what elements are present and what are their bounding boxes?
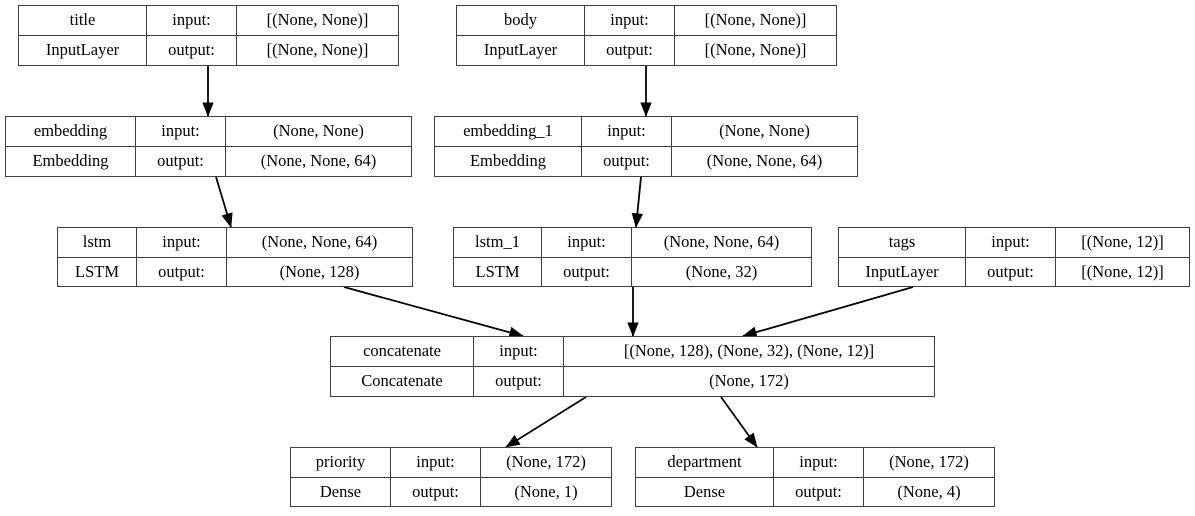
layer-node-tags-input-label: input: (966, 228, 1056, 257)
layer-node-lstm-input-label: input: (137, 228, 227, 257)
layer-node-embedding-type: Embedding (6, 147, 136, 176)
layer-node-title-output-label: output: (147, 36, 237, 65)
layer-node-priority-name: priority (291, 448, 391, 477)
layer-node-lstm_1-input-label: input: (542, 228, 632, 257)
layer-node-embedding_1-input-shape: (None, None) (719, 121, 810, 141)
layer-node-lstm_1-output-shape: (None, 32) (685, 261, 758, 281)
layer-node-lstm_1-name: lstm_1 (454, 228, 542, 257)
edge-embedding_1-to-lstm_1 (631, 176, 644, 228)
layer-node-concatenate-name: concatenate (331, 337, 474, 366)
layer-node-tags-input-shape: [(None, 12)] (1081, 232, 1164, 251)
layer-node-department-input-label: input: (774, 448, 864, 477)
layer-node-body-type: InputLayer (457, 36, 585, 65)
layer-node-body-input-label: input: (585, 6, 675, 35)
layer-node-embedding_1-output-shape: (None, None, 64) (706, 151, 823, 171)
layer-node-embedding-output-shape: (None, None, 64) (260, 151, 377, 171)
layer-node-title-output-shape: [(None, None)] (266, 40, 369, 60)
layer-node-priority-input-label: input: (391, 448, 481, 477)
layer-node-embedding-input-label: input: (136, 117, 226, 146)
layer-node-department-output-label: output: (774, 477, 864, 506)
layer-node-embedding-input-shape: (None, None) (273, 121, 364, 141)
layer-node-embedding_1-type: Embedding (435, 147, 582, 176)
layer-node-lstm-input-shape: (None, None, 64) (261, 232, 378, 251)
layer-node-body-input-shape: [(None, None)] (704, 10, 807, 30)
edge-concatenate-to-priority (505, 396, 587, 448)
layer-node-embedding_1-output-label: output: (582, 147, 672, 176)
edge-embedding-to-lstm (215, 176, 233, 228)
layer-node-priority-input-shape: (None, 172) (506, 452, 586, 471)
edge-lstm-to-concatenate (343, 286, 524, 338)
layer-node-lstm-name: lstm (58, 228, 137, 257)
layer-node-body-output-label: output: (585, 36, 675, 65)
edge-tags-to-concatenate (742, 286, 914, 338)
layer-node-department-type: Dense (636, 477, 774, 506)
layer-node-priority-output-shape: (None, 1) (514, 481, 578, 501)
layer-node-lstm_1-type: LSTM (454, 257, 542, 286)
layer-node-concatenate-type: Concatenate (331, 367, 474, 396)
layer-node-embedding-name: embedding (6, 117, 136, 146)
layer-node-department-input-shape: (None, 172) (889, 452, 969, 471)
edge-concatenate-to-department (720, 396, 758, 448)
layer-node-tags-output-label: output: (966, 257, 1056, 286)
layer-node-tags-type: InputLayer (839, 257, 966, 286)
layer-node-concatenate-input-label: input: (474, 337, 564, 366)
layer-node-concatenate-output-label: output: (474, 367, 564, 396)
layer-node-title-name: title (19, 6, 147, 35)
layer-node-lstm-type: LSTM (58, 257, 137, 286)
layer-node-title-input-shape: [(None, None)] (266, 10, 369, 30)
layer-node-embedding_1-input-label: input: (582, 117, 672, 146)
layer-node-lstm-output-shape: (None, 128) (279, 261, 360, 281)
layer-node-title-type: InputLayer (19, 36, 147, 65)
layer-node-priority-type: Dense (291, 477, 391, 506)
layer-node-title-input-label: input: (147, 6, 237, 35)
layer-node-body-output-shape: [(None, None)] (704, 40, 807, 60)
layer-node-lstm_1-input-shape: (None, None, 64) (663, 232, 780, 251)
layer-node-concatenate-output-shape: (None, 172) (709, 371, 789, 391)
layer-node-embedding_1-name: embedding_1 (435, 117, 582, 146)
layer-node-tags-name: tags (839, 228, 966, 257)
layer-node-priority-output-label: output: (391, 477, 481, 506)
layer-node-lstm-output-label: output: (137, 257, 227, 286)
layer-node-tags-output-shape: [(None, 12)] (1081, 261, 1164, 281)
layer-node-embedding-output-label: output: (136, 147, 226, 176)
layer-node-body-name: body (457, 6, 585, 35)
layer-node-lstm_1-output-label: output: (542, 257, 632, 286)
layer-node-department-name: department (636, 448, 774, 477)
layer-node-concatenate-input-shape: [(None, 128), (None, 32), (None, 12)] (623, 341, 875, 361)
layer-node-department-output-shape: (None, 4) (897, 481, 961, 501)
